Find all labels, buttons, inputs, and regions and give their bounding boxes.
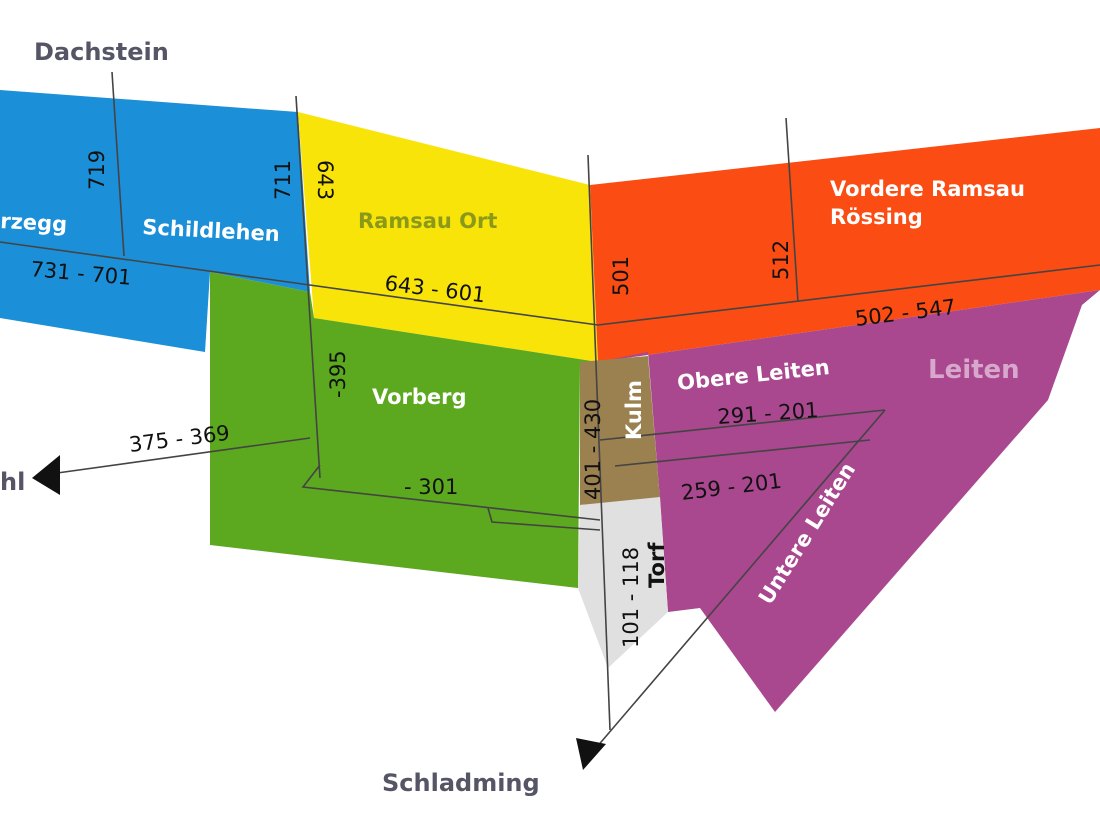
number-711: 711 (271, 160, 295, 200)
number-301: - 301 (404, 475, 458, 499)
label-torf: Torf (645, 542, 669, 588)
label-ramsau-ort: Ramsau Ort (358, 209, 497, 233)
region-yellow-ramsau-ort (298, 112, 598, 362)
region-purple-leiten (598, 290, 1100, 712)
label-vordere-ramsau: Vordere Ramsau (830, 177, 1025, 201)
number-501: 501 (609, 256, 633, 296)
label-vorderzegg: rzegg (0, 209, 68, 236)
number-512: 512 (769, 240, 793, 280)
label-dachstein: Dachstein (34, 38, 169, 66)
label-kulm: Kulm (622, 380, 646, 440)
road-network (0, 71, 1100, 756)
label-roessing: Rössing (830, 205, 923, 229)
region-orange-vordere-ramsau (590, 128, 1100, 362)
range-101-118: 101 - 118 (619, 547, 643, 648)
arrow-schladming (576, 738, 606, 770)
label-leiten: Leiten (928, 355, 1020, 385)
label-vorberg: Vorberg (372, 385, 467, 409)
range-401-430: 401 - 430 (581, 399, 605, 500)
region-gray-torf (578, 497, 668, 668)
number-395: -395 (326, 350, 350, 398)
number-719: 719 (85, 150, 109, 190)
region-blue-schildlehen (0, 90, 310, 352)
number-643: 643 (313, 160, 337, 200)
label-west-partial: hl (0, 468, 25, 496)
arrow-west (32, 455, 60, 495)
label-schladming: Schladming (382, 769, 540, 797)
